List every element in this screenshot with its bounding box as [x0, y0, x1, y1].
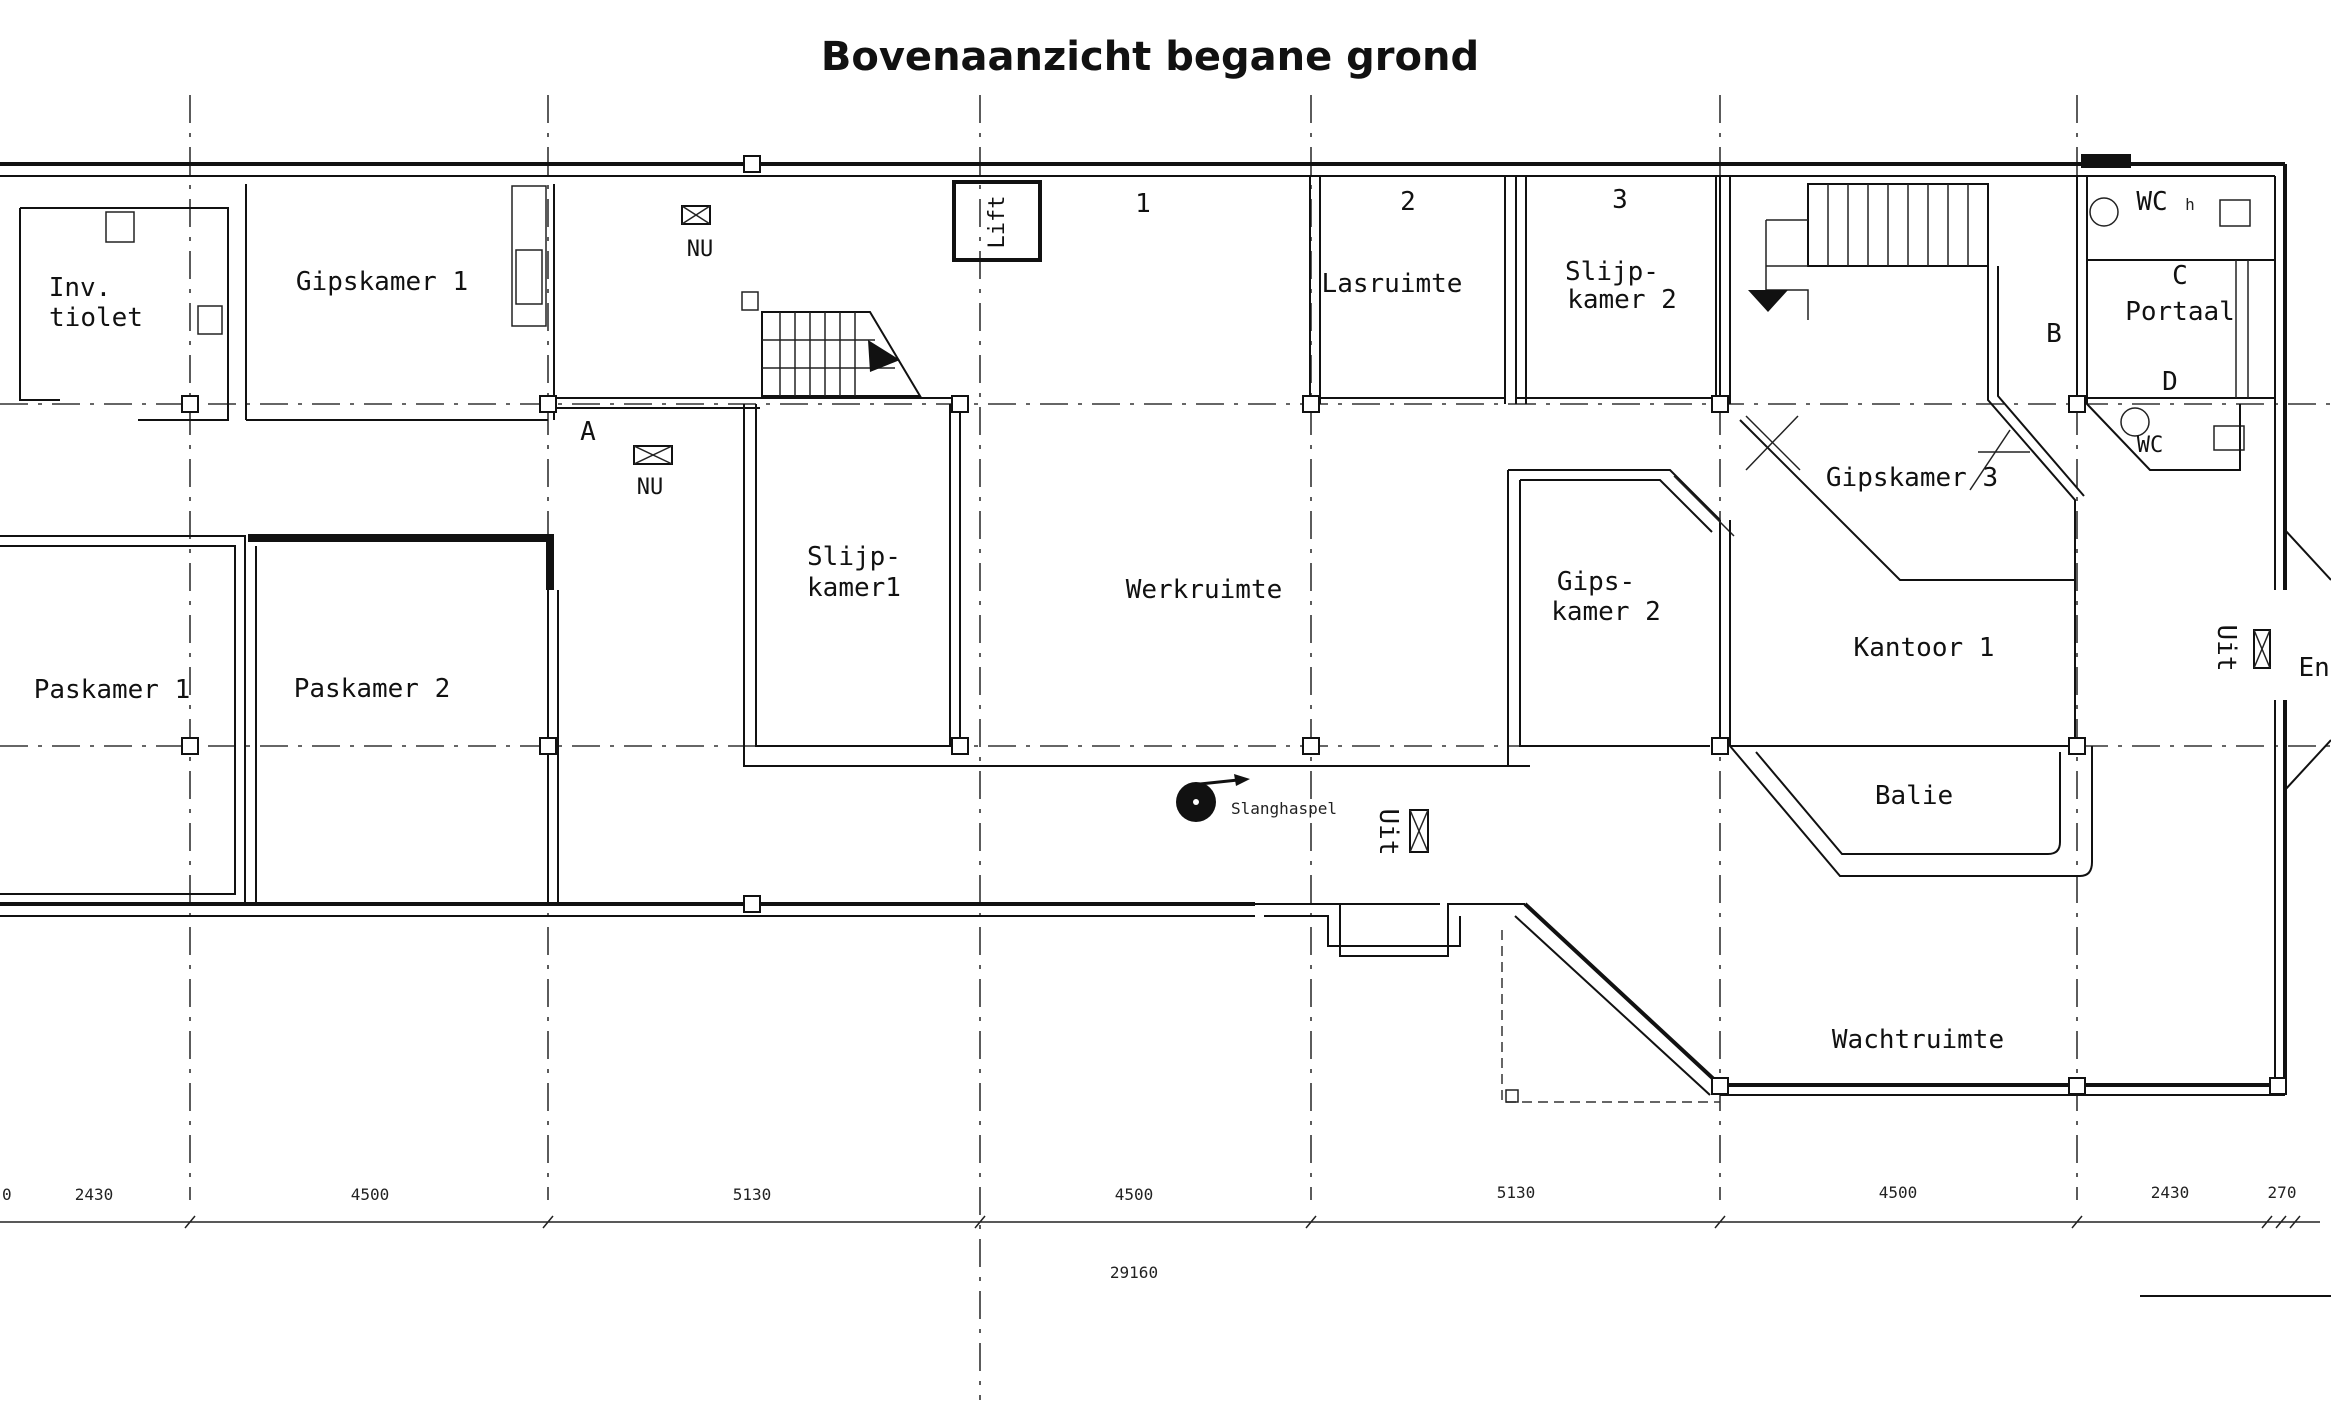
room-number-1: 1: [1135, 189, 1151, 219]
dim-4500-3: 4500: [1879, 1183, 1918, 1202]
wc-bottom-label: WC: [2137, 433, 2164, 458]
lasruimte-label: Lasruimte: [1322, 269, 1463, 299]
gipskamer-3-room: Gipskamer 3: [1719, 176, 2085, 581]
entrance: Uit Ent: [2211, 529, 2331, 791]
gipskamer-1-label: Gipskamer 1: [296, 267, 468, 297]
gipskamer-3-label: Gipskamer 3: [1826, 463, 1998, 493]
lift-room: Lift: [952, 180, 1042, 262]
label-d: D: [2162, 367, 2178, 397]
slijpkamer1-label-1: Slijp-: [807, 542, 901, 572]
room-number-2: 2: [1400, 187, 1416, 217]
wc-portaal-block: WC h Portaal B C D WC: [2046, 176, 2275, 471]
balie-label: Balie: [1875, 781, 1953, 811]
dim-2430-left: 2430: [75, 1185, 114, 1204]
inv-tiolet-room: Inv. tiolet: [19, 207, 229, 421]
inv-tiolet-label-1: Inv.: [49, 273, 112, 303]
slijpkamer1-room: Slijp- kamer1: [743, 404, 1530, 767]
kantoor-1-room: Kantoor 1: [1729, 520, 2076, 747]
label-b: B: [2046, 319, 2062, 349]
wachtruimte-label: Wachtruimte: [1832, 1025, 2004, 1055]
inv-tiolet-label-2: tiolet: [49, 303, 143, 333]
wc-h-label: h: [2185, 195, 2195, 214]
dim-2430-right: 2430: [2151, 1183, 2190, 1202]
gipskamer-2-room: Gips- kamer 2: [1507, 469, 1735, 766]
outer-walls: [0, 154, 2287, 1096]
svg-text:NU: NU: [637, 475, 664, 500]
slijpkamer-2-room: Slijp- kamer 2: [1516, 176, 1722, 404]
dim-4500-2: 4500: [1115, 1185, 1154, 1204]
paskamer-1-label: Paskamer 1: [34, 675, 191, 705]
gipskamer-1-room: Gipskamer 1: [245, 184, 555, 421]
plan-title: Bovenaanzicht begane grond: [821, 34, 1479, 80]
lift-label: Lift: [985, 196, 1010, 249]
nu-marker-top: NU: [681, 205, 714, 262]
column-markers: [181, 155, 2287, 1095]
gipskamer-2-label-2: kamer 2: [1551, 597, 1661, 627]
nu-marker-mid: NU: [633, 445, 673, 500]
gipskamer-2-label-1: Gips-: [1557, 567, 1635, 597]
paskamer-rooms: Paskamer 1 Paskamer 2: [0, 534, 559, 904]
dim-total: 29160: [1110, 1263, 1158, 1282]
dim-5130-1: 5130: [733, 1185, 772, 1204]
dim-270: 270: [2268, 1183, 2297, 1202]
paskamer-2-label: Paskamer 2: [294, 674, 451, 704]
label-a: A: [580, 417, 596, 447]
bay-window: [1255, 903, 1525, 957]
stair-left: [741, 291, 922, 397]
stair-right: [1748, 183, 1989, 320]
svg-text:NU: NU: [687, 237, 714, 262]
uit-bottom-label: Uit: [1373, 809, 1403, 856]
room-number-3: 3: [1612, 185, 1628, 215]
slijpkamer-2-label-2: kamer 2: [1567, 285, 1677, 315]
portaal-label: Portaal: [2125, 297, 2235, 327]
uit-right-label: Uit: [2211, 625, 2241, 672]
lasruimte-room: Lasruimte: [1309, 176, 1517, 404]
balie-counter: Balie: [1729, 745, 2093, 877]
kantoor-1-label: Kantoor 1: [1854, 633, 1995, 663]
slanghaspel-marker: Slanghaspel: [1176, 774, 1337, 822]
entrance-label: Ent: [2299, 653, 2331, 683]
slijpkamer1-label-2: kamer1: [807, 573, 901, 603]
slijpkamer-2-label-1: Slijp-: [1565, 257, 1659, 287]
wc-top-label: WC: [2136, 187, 2167, 217]
slanghaspel-label: Slanghaspel: [1231, 799, 1337, 818]
wachtruimte-room: Wachtruimte: [1501, 930, 2004, 1103]
dim-0: 0: [2, 1185, 12, 1204]
dim-4500-1: 4500: [351, 1185, 390, 1204]
uit-bottom-marker: Uit: [1373, 809, 1429, 856]
dim-5130-2: 5130: [1497, 1183, 1536, 1202]
dimension-line: 0 2430 4500 5130 4500 5130 4500 2430 270…: [0, 1183, 2331, 1297]
label-c: C: [2172, 261, 2188, 291]
werkruimte-label: Werkruimte: [1126, 575, 1283, 605]
